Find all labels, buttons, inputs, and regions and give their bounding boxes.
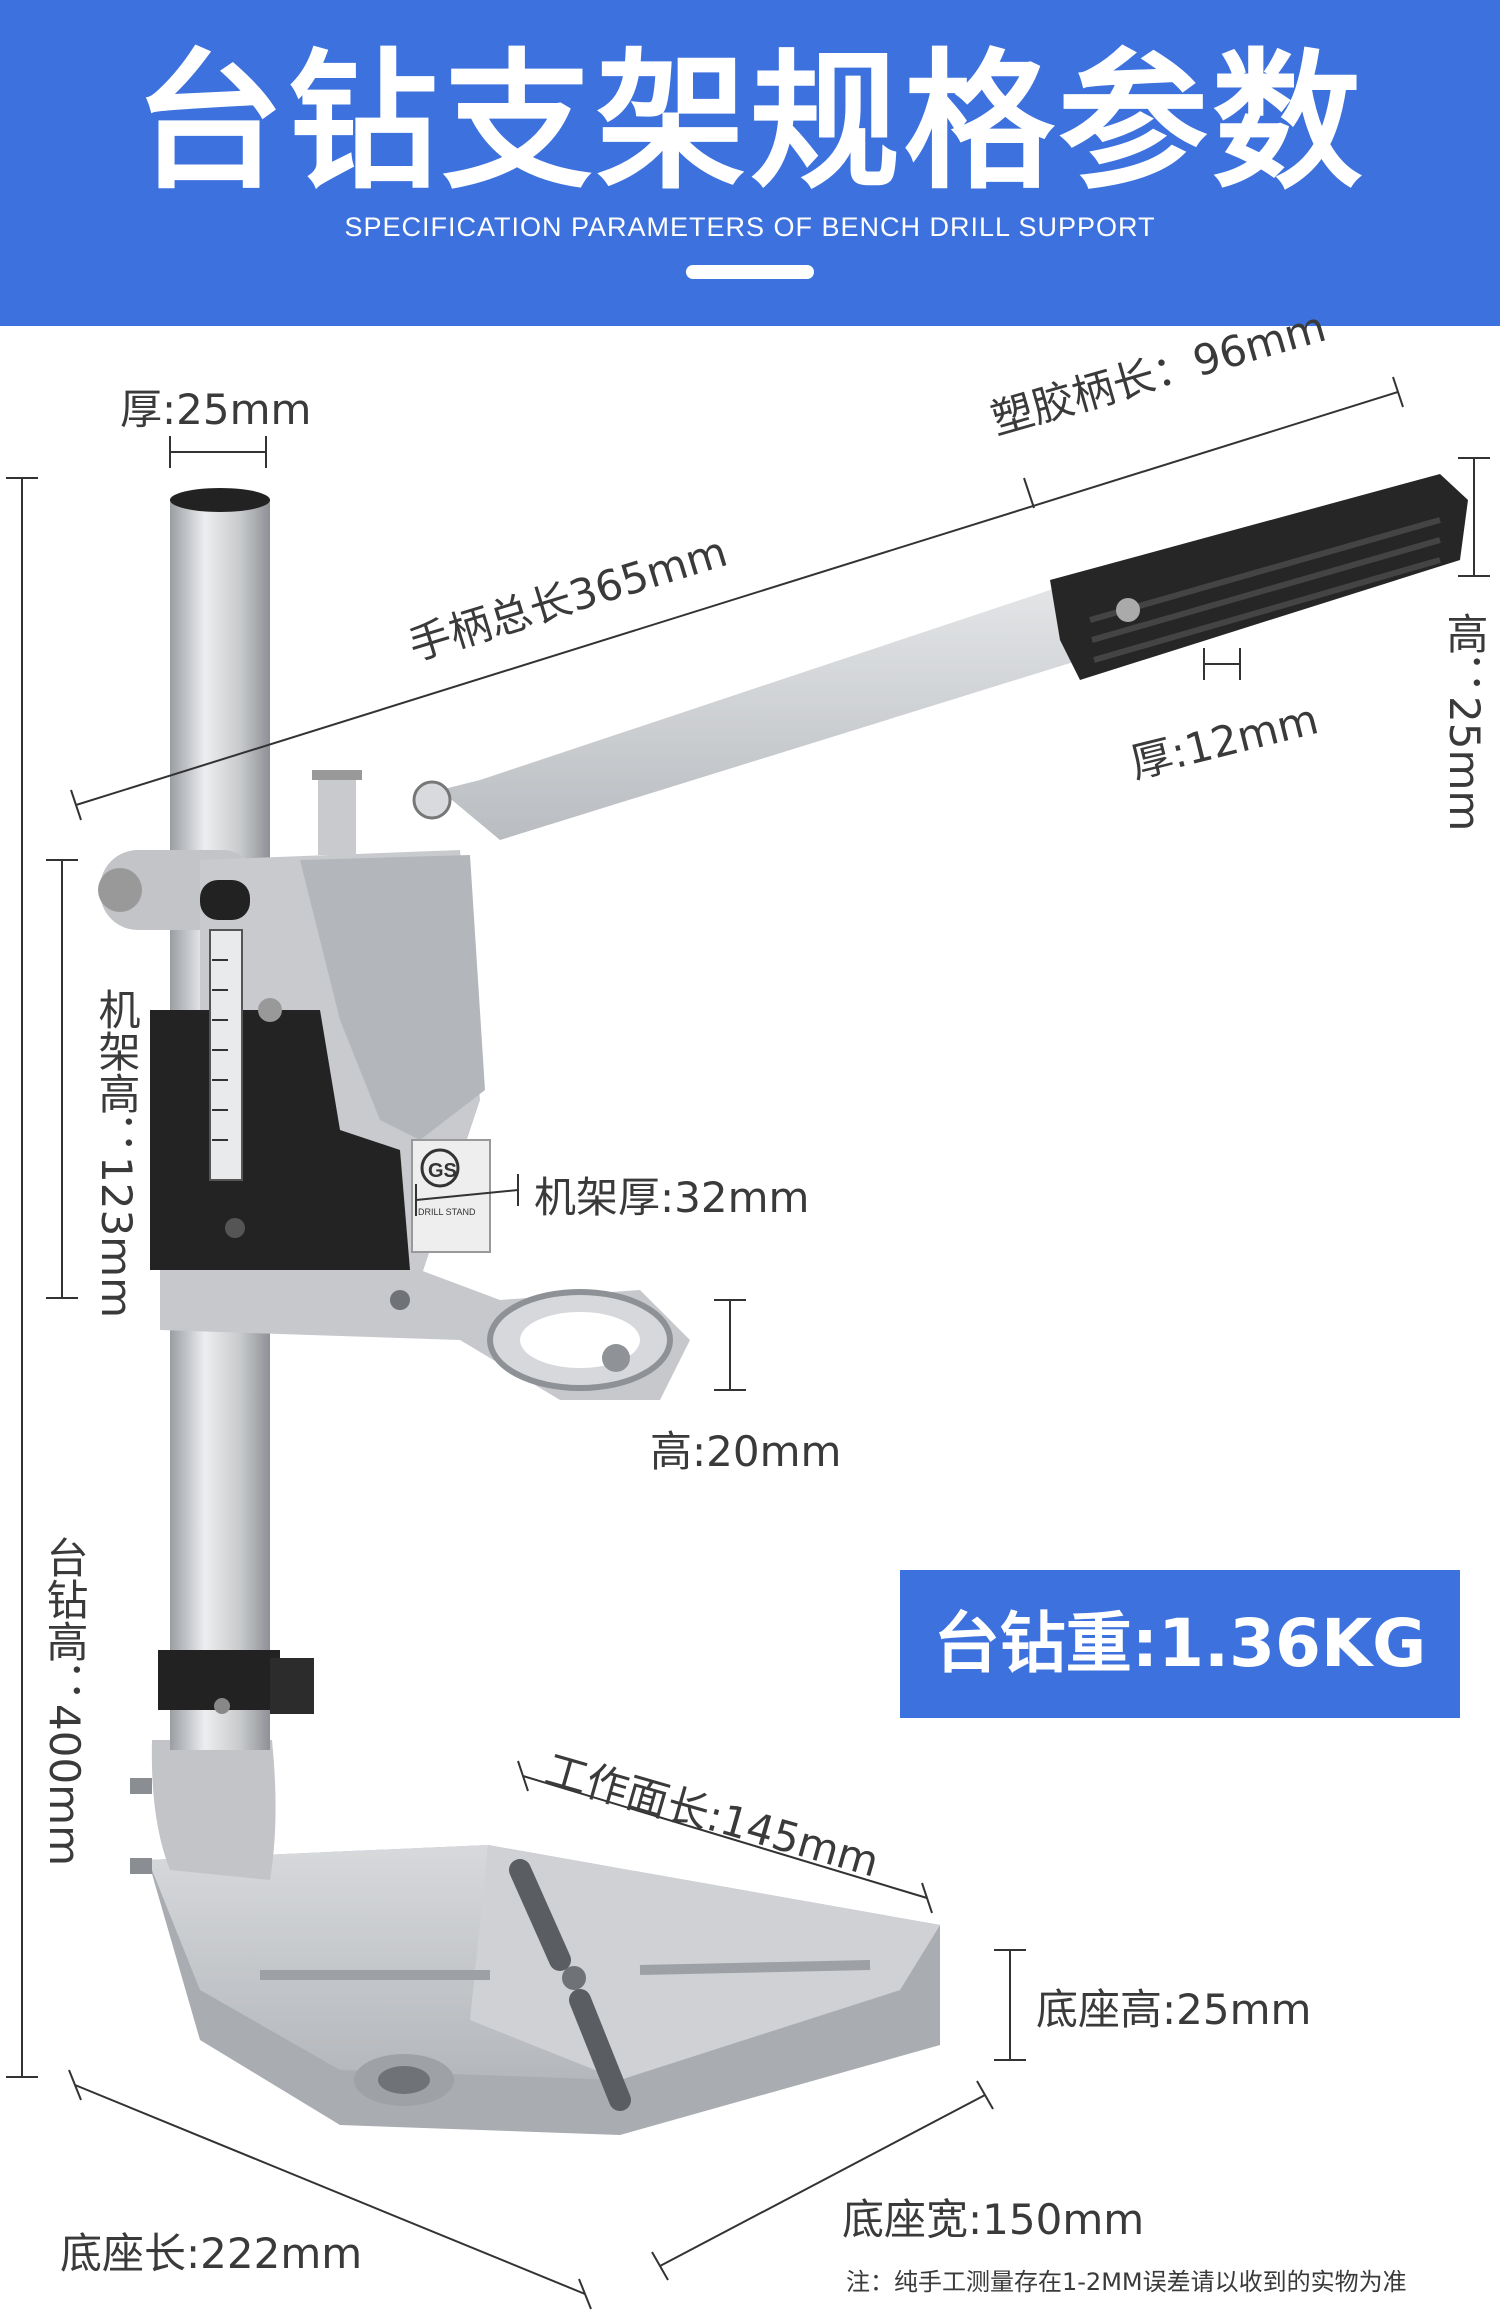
base-length-label: 底座长:222mm <box>60 2229 363 2278</box>
base-height-label: 底座高:25mm <box>1036 1985 1312 2034</box>
page-title: 台钻支架规格参数 <box>133 36 1366 210</box>
ring-height-label: 高:20mm <box>650 1427 842 1476</box>
handle-height-label: 高：25mm <box>1440 612 1489 832</box>
dimension-lines <box>6 376 1490 2310</box>
base-plate <box>148 1845 940 2135</box>
frame-height-label: 机架高：123mm <box>92 988 141 1318</box>
depth-stop-collar <box>158 1650 314 1714</box>
pole-thickness-label: 厚:25mm <box>120 385 312 434</box>
stand-height-label: 台钻高：400mm <box>40 1536 89 1866</box>
pole-base-collar <box>130 1740 276 1880</box>
weight-badge: 台钻重:1.36KG <box>900 1570 1460 1718</box>
sticker-label: DRILL STAND <box>418 1207 476 1217</box>
drill-stand-illustration: GS DRILL STAND <box>6 376 1490 2310</box>
logo-text: GS <box>428 1160 457 1182</box>
frame-thickness-label: 机架厚:32mm <box>534 1173 810 1222</box>
handle-arm <box>440 474 1468 840</box>
title-underline <box>686 265 814 279</box>
drill-ring-clamp <box>160 1270 690 1400</box>
carriage-frame <box>98 770 485 1300</box>
measurement-note: 注：纯手工测量存在1-2MM误差请以收到的实物为准 <box>846 2268 1407 2296</box>
base-width-label: 底座宽:150mm <box>842 2195 1145 2244</box>
header-banner: 台钻支架规格参数 SPECIFICATION PARAMETERS OF BEN… <box>0 0 1500 326</box>
page-subtitle: SPECIFICATION PARAMETERS OF BENCH DRILL … <box>344 212 1156 242</box>
